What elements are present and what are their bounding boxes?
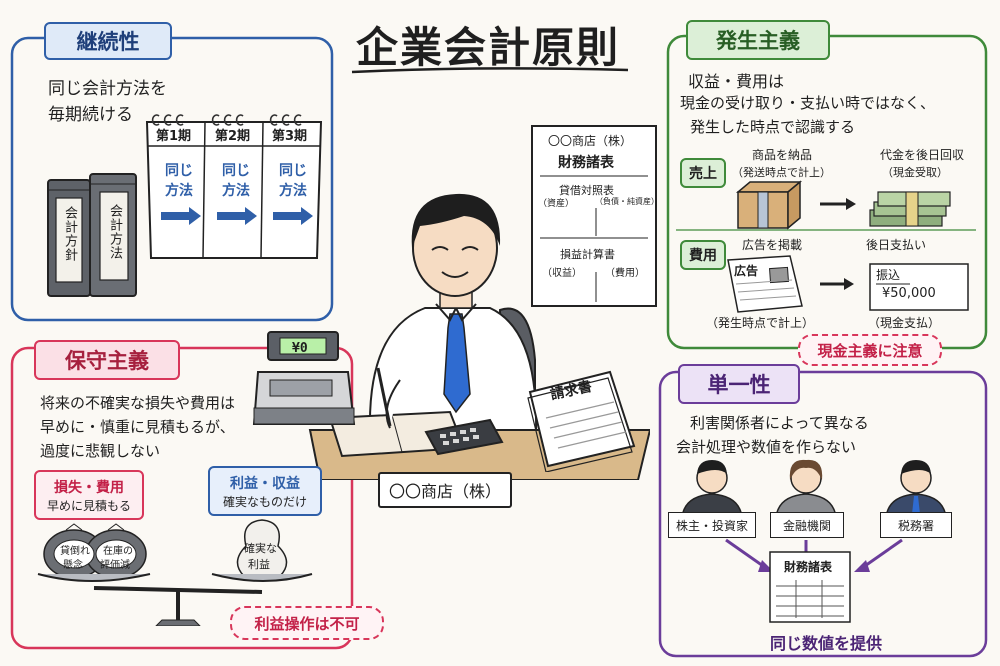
bs-right: （負債・純資産） (595, 197, 659, 206)
title-underline (351, 67, 629, 74)
loss-box: 損失・費用 早めに見積もる (34, 470, 144, 520)
hoshu-warning-text: 利益操作は不可 (254, 614, 360, 633)
hassei-heading: 発生主義 (686, 20, 830, 60)
financial-statement-icon (769, 551, 851, 623)
tanitsu-footer: 同じ数値を提供 (770, 634, 883, 653)
pl-title: 損益計算書 (560, 248, 615, 261)
tanitsu-desc-line2: 会計処理や数値を作らない (676, 438, 857, 456)
method-3-a: 同じ (279, 163, 307, 179)
cost-tag: 費用 (680, 240, 726, 270)
hassei-desc-line1: 収益・費用は (688, 72, 785, 91)
profit-sub: 確実なものだけ (222, 494, 307, 509)
page-title: 企業会計原則 (356, 23, 621, 72)
hoshu-warning-badge: 利益操作は不可 (230, 606, 384, 640)
loss-sub: 早めに見積もる (46, 498, 131, 513)
method-3-b: 方法 (279, 183, 307, 199)
keizoku-desc-line1: 同じ会計方法を (48, 79, 167, 99)
hassei-warning-badge: 現金主義に注意 (798, 334, 942, 366)
transfer-label: 振込 (876, 268, 901, 282)
sales-left-line2: （発送時点で計上） (732, 166, 831, 179)
period-3: 第3期 (272, 129, 308, 144)
sales-right-line2: （現金受取） (882, 166, 948, 179)
pl-left: （収益） (542, 268, 582, 279)
profit-box: 利益・収益 確実なものだけ (208, 466, 322, 516)
stakeholder-investor-text: 株主・投資家 (675, 518, 748, 533)
ad-label: 広告 (734, 264, 759, 278)
stakeholder-investor-label: 株主・投資家 (668, 512, 756, 538)
hoshu-desc-line1: 将来の不確実な損失や費用は (40, 394, 236, 412)
invoice-stack (527, 370, 636, 472)
cost-right-label: 後日支払い (866, 238, 927, 252)
statement-title: 財務諸表 (558, 155, 614, 171)
bs-left: （資産） (538, 199, 575, 209)
cash-register-icon (252, 331, 356, 425)
tanitsu-desc-line1: 利害関係者によって異なる (690, 414, 869, 432)
bag1-line2: 懸念 (63, 560, 83, 571)
books-icon (47, 173, 137, 297)
stakeholder-bank-label: 金融機関 (770, 512, 844, 538)
stakeholder-tax-label: 税務署 (880, 512, 952, 538)
bag2-line1: 在庫の (103, 546, 133, 557)
pl-right: （費用） (605, 268, 645, 279)
cost-left-label: 広告を掲載 (742, 238, 803, 252)
bag1-line1: 貸倒れ (60, 546, 90, 557)
profit-title: 利益・収益 (230, 475, 300, 492)
tanitsu-doc-title: 財務諸表 (784, 560, 833, 574)
sales-right-line1: 代金を後日回収 (880, 148, 965, 162)
hoshu-desc-line2: 早めに・慎重に見積もるが、 (40, 418, 235, 436)
transfer-amount: ¥50,000 (882, 286, 936, 301)
statement-sheet (531, 125, 657, 307)
balance-scale-icon (37, 519, 313, 626)
bank-icon (775, 459, 837, 519)
frame-keizoku (10, 36, 334, 322)
tax-office-icon (885, 460, 947, 519)
statement-company: 〇〇商店（株） (548, 134, 633, 148)
cash-icon (869, 191, 951, 227)
sales-tag: 売上 (680, 158, 726, 188)
hoshu-heading: 保守主義 (34, 340, 180, 380)
investor-icon (681, 460, 743, 519)
stakeholder-illustration (681, 459, 947, 623)
method-1-b: 方法 (165, 183, 193, 199)
book-label-method: 会計方法 (107, 204, 122, 260)
bag3-line1: 確実な (244, 542, 277, 555)
keizoku-heading: 継続性 (44, 22, 172, 60)
period-2: 第2期 (215, 129, 251, 144)
bs-title: 貸借対照表 (559, 184, 614, 197)
sales-left-line1: 商品を納品 (752, 148, 813, 162)
method-2-b: 方法 (222, 183, 250, 199)
cost-right-note: （現金支払） (868, 316, 941, 330)
method-2-a: 同じ (222, 163, 250, 179)
cost-illustration (727, 255, 969, 313)
loss-title: 損失・費用 (54, 479, 124, 496)
sales-illustration (735, 180, 951, 230)
bag3-line2: 利益 (248, 558, 270, 571)
bag2-line2: 評価減 (100, 560, 130, 571)
hoshu-desc-line3: 過度に悲観しない (40, 442, 161, 460)
hassei-desc-line2: 現金の受け取り・支払い時ではなく、 (680, 94, 936, 112)
register-display: ¥0 (292, 341, 308, 356)
nameplate: 〇〇商店（株） (378, 472, 512, 508)
nameplate-text: 〇〇商店（株） (388, 482, 501, 501)
method-1-a: 同じ (165, 163, 193, 179)
calendar-icon (145, 114, 323, 259)
hassei-warning-text: 現金主義に注意 (817, 341, 923, 360)
stakeholder-tax-text: 税務署 (897, 518, 934, 533)
cost-left-note: （発生時点で計上） (706, 316, 815, 330)
stakeholder-bank-text: 金融機関 (782, 518, 831, 533)
tanitsu-heading: 単一性 (678, 364, 800, 404)
hassei-divider (676, 229, 976, 231)
frame-hoshu (10, 346, 354, 650)
keizoku-desc-line2: 毎期続ける (48, 105, 133, 125)
hassei-desc-line3: 発生した時点で認識する (690, 118, 856, 136)
book-label-policy: 会計方針 (62, 206, 77, 262)
frame-tanitsu (658, 370, 988, 658)
period-1: 第1期 (156, 129, 192, 144)
